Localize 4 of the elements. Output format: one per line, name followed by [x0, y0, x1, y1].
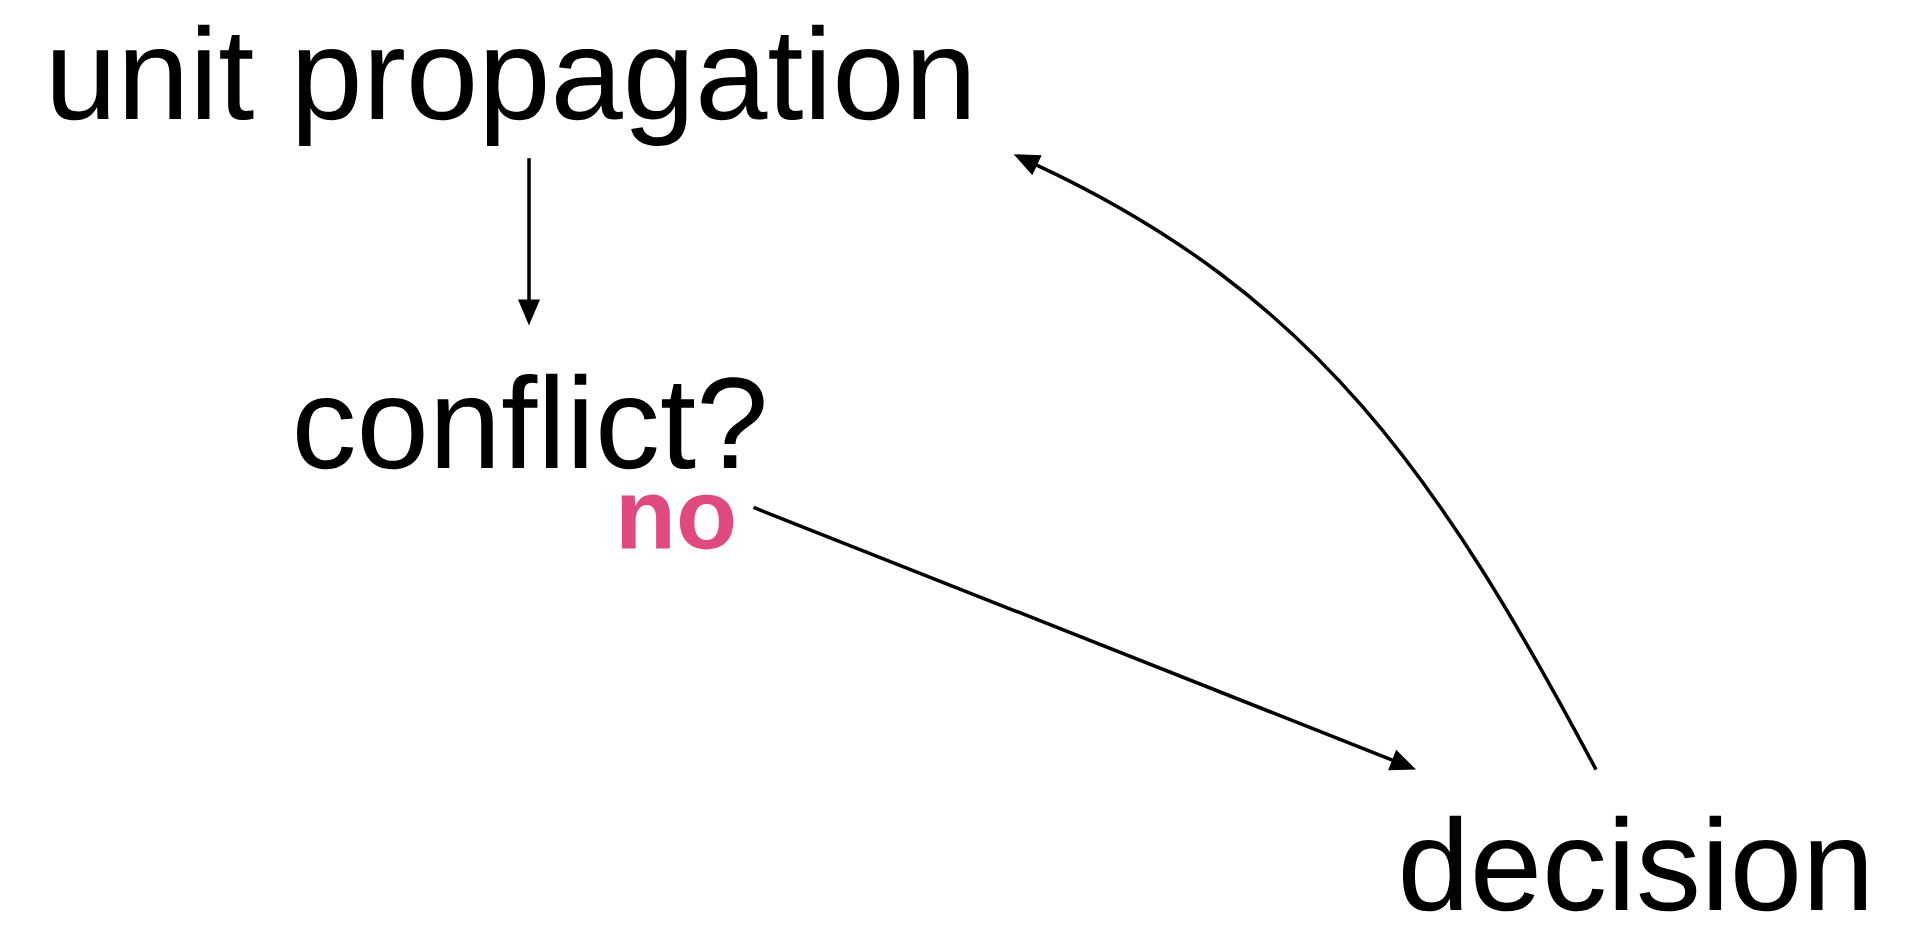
node-label: unit propagation — [53, 24, 969, 146]
node-label: conflict? — [297, 373, 764, 470]
node-label: decision — [1403, 815, 1866, 912]
edge-label: no — [621, 494, 734, 550]
